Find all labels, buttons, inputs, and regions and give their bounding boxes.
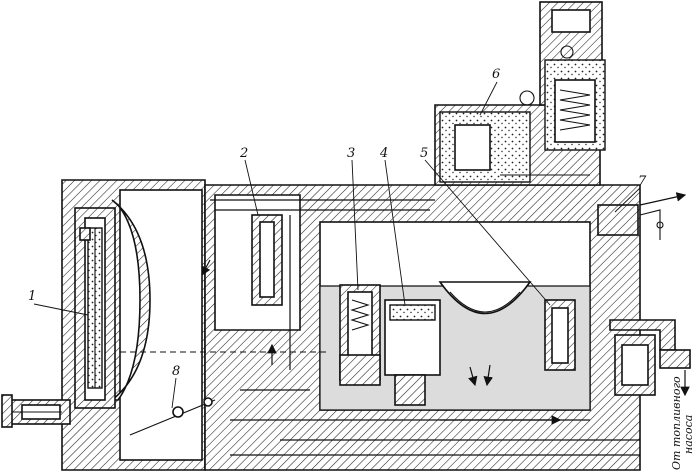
label-8: 8 [172,364,180,379]
leader-lines [33,81,641,409]
bottom-fitting [1,394,71,428]
label-6: 6 [492,67,500,82]
idle-jet [251,214,283,306]
label-4: 4 [379,146,388,161]
inlet-note-line2: насоса [682,415,695,454]
main-jet-well [384,299,441,406]
flow-lines [201,192,690,456]
fuel-inlet [609,319,691,396]
label-7: 7 [638,174,647,189]
label-1: 1 [28,289,36,304]
label-2: 2 [239,146,248,161]
throttle-lever [129,397,216,436]
label-3: 3 [347,146,355,161]
label-5: 5 [420,146,428,161]
regulator-tower [434,1,606,186]
accelerator-pump [339,284,381,386]
float [438,281,532,315]
needle-valve [544,299,576,371]
inlet-note-line1: От топливного [670,376,683,470]
inlet-note: От топливного насоса [670,376,695,470]
outlet-bracket [597,204,664,240]
main-jet-assembly [74,207,116,409]
